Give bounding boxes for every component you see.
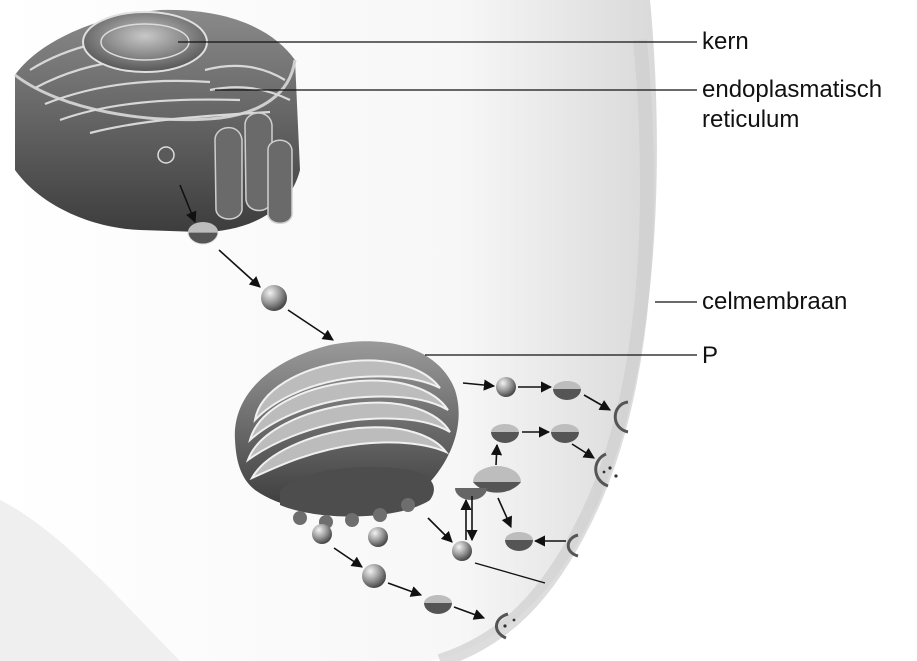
- label-reticulum: reticulum: [702, 106, 799, 134]
- label-p: P: [702, 342, 718, 370]
- label-celmembraan: celmembraan: [702, 288, 847, 316]
- budding-vesicle: [158, 147, 174, 163]
- label-kern: kern: [702, 28, 749, 56]
- endoplasmic-reticulum: [15, 10, 300, 232]
- label-endoplasmatisch: endoplasmatisch: [702, 76, 882, 104]
